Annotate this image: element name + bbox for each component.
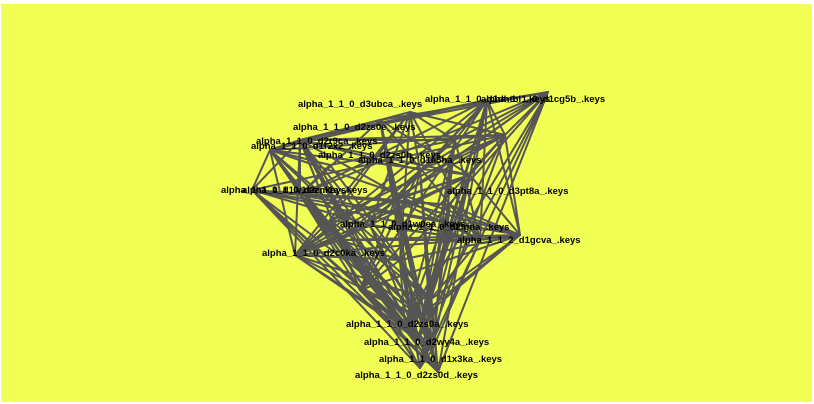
- graph-edge: [369, 199, 396, 226]
- graph-edge: [294, 239, 341, 256]
- graph-edge: [339, 139, 456, 241]
- graph-edge: [419, 139, 456, 369]
- graph-edge: [269, 149, 296, 256]
- graph-edge: [294, 254, 401, 261]
- graph-edge: [329, 219, 361, 291]
- graph-edge: [454, 91, 549, 141]
- graph-edge: [251, 189, 421, 369]
- graph-edge: [504, 134, 521, 236]
- graph-edge: [399, 259, 406, 329]
- graph-edge: [404, 139, 456, 329]
- graph-edge: [299, 194, 521, 236]
- node-label[interactable]: alpha_1_1_0_d2zs0d_.keys: [355, 370, 478, 381]
- graph-edge: [437, 91, 549, 373]
- node-label[interactable]: alpha_1_1_0_d1w1sa_.keys: [221, 185, 346, 196]
- graph-edge: [359, 259, 401, 291]
- graph-edge: [486, 99, 506, 136]
- graph-edge: [479, 91, 549, 241]
- graph-edge: [294, 254, 419, 341]
- graph-edge: [299, 139, 421, 369]
- graph-edge: [294, 134, 506, 256]
- graph-edge: [251, 134, 506, 191]
- node-label[interactable]: alpha_1_1_0_d2zs0a_.keys: [346, 319, 469, 330]
- graph-edge: [404, 134, 506, 329]
- graph-edge: [251, 149, 271, 191]
- graph-edge: [329, 134, 506, 221]
- node-label[interactable]: alpha_1_1_0_d1r2x2_.keys: [251, 141, 373, 152]
- node-label[interactable]: alpha_1_1_0_d2r9ca_.keys: [256, 136, 378, 147]
- graph-edge: [299, 164, 331, 196]
- graph-edge: [369, 224, 419, 341]
- node-label[interactable]: alpha_1_1_0_d1cg5b_.keys: [481, 94, 605, 105]
- graph-edge: [379, 119, 471, 176]
- graph-edge: [479, 99, 488, 241]
- graph-edge: [359, 134, 506, 291]
- graph-edge: [486, 99, 521, 236]
- graph-edge: [421, 317, 439, 373]
- graph-edge: [431, 139, 456, 351]
- node-label[interactable]: alpha_1_1_0_d1x3ka_.keys: [379, 354, 502, 365]
- graph-edge: [449, 204, 521, 236]
- node-label[interactable]: alpha_1_1_0_d1dhtbl_.keys: [425, 94, 550, 105]
- graph-edge: [409, 111, 506, 136]
- graph-edge: [269, 149, 471, 176]
- node-label[interactable]: alpha_1_1_0_d2wy4a_.keys: [364, 337, 489, 348]
- graph-edge: [417, 91, 549, 341]
- graph-edge: [419, 134, 506, 369]
- graph-edge: [454, 99, 488, 141]
- graph-edge: [269, 139, 301, 151]
- edge-layer: [251, 91, 549, 373]
- graph-edge: [294, 174, 471, 256]
- graph-edge: [299, 194, 421, 369]
- graph-edge: [449, 174, 471, 206]
- graph-edge: [394, 199, 481, 241]
- graph-edge: [409, 111, 456, 141]
- node-label[interactable]: alpha_1_1_0_d2lgda_.keys: [388, 222, 509, 233]
- graph-edge: [504, 91, 549, 136]
- node-label[interactable]: alpha_1_1_0_d2c0ka_.keys: [262, 248, 385, 259]
- graph-edge: [329, 219, 481, 241]
- graph-edge: [269, 134, 506, 151]
- graph-edge: [294, 219, 331, 256]
- graph-edge: [379, 111, 411, 121]
- graph-edge: [449, 204, 481, 241]
- node-label[interactable]: alpha_1_1_0_d3pt8a_.keys: [447, 186, 568, 197]
- node-label[interactable]: alpha_1_1_0_d3ubca_.keys: [298, 99, 422, 110]
- graph-edge: [329, 139, 456, 166]
- graph-edge: [299, 91, 549, 196]
- graph-edge: [429, 234, 521, 301]
- node-label[interactable]: alpha_1_1_2_d1gcva_.keys: [457, 235, 581, 246]
- graph-edge: [294, 111, 411, 256]
- node-label[interactable]: alpha_1_1_0_d2zs0b_.keys: [318, 150, 441, 161]
- graph-edge: [329, 219, 406, 329]
- graph-edge: [399, 259, 431, 301]
- graph-edge: [394, 199, 521, 236]
- graph-edge: [359, 289, 439, 373]
- node-label[interactable]: alpha_1_1_0_d1w0ea_.keys: [340, 219, 465, 230]
- graph-edge: [431, 174, 471, 351]
- node-label[interactable]: alpha_1_1_0_d1a5ha_.keys: [358, 155, 482, 166]
- graph-edge: [417, 299, 431, 341]
- graph-edge: [269, 119, 381, 151]
- graph-edge: [294, 234, 521, 256]
- node-label[interactable]: alpha_1_1_0_d2zs0e_.keys: [293, 122, 416, 133]
- graph-edge: [329, 219, 431, 301]
- graph-edge: [399, 234, 521, 261]
- graph-edge: [359, 289, 419, 341]
- node-label[interactable]: alpha_1_1_0_d2zm1a_.keys: [242, 185, 368, 196]
- graph-edge: [251, 189, 439, 373]
